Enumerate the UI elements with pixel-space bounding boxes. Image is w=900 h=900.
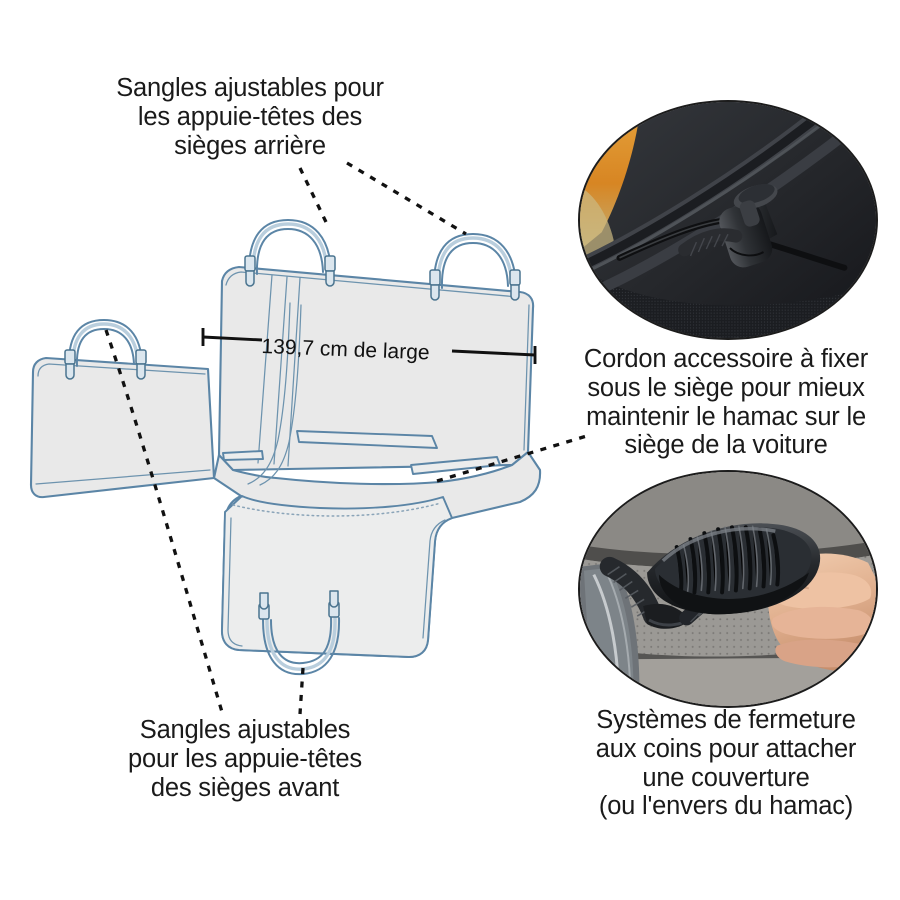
- seatbelt-slot: [296, 430, 438, 449]
- seatbelt-slot: [222, 450, 264, 461]
- clip-body: [647, 523, 821, 615]
- cord-lock-illustration: [580, 102, 876, 338]
- rear-headrest-strap-right: [429, 232, 521, 301]
- leader-rear-right: [346, 161, 467, 236]
- photo-cord-lock: [578, 100, 878, 340]
- front-side-flap: [29, 356, 216, 499]
- leader-front-left: [104, 329, 224, 713]
- rear-headrest-strap-left: [244, 218, 336, 287]
- dimension-line: [201, 328, 537, 364]
- front-headrest-strap: [64, 318, 147, 380]
- corner-clip-illustration: [580, 472, 876, 706]
- caption-front-straps: Sangles ajustables pour les appuie-têtes…: [128, 716, 362, 802]
- seatbelt-slot: [410, 456, 501, 475]
- leader-lines: [104, 161, 591, 715]
- leader-rear-left: [298, 167, 328, 223]
- seatbelt-slot-group: [222, 430, 501, 475]
- caption-cord: Cordon accessoire à fixer sous le siège …: [583, 345, 869, 460]
- caption-rear-straps: Sangles ajustables pour les appuie-têtes…: [116, 74, 384, 160]
- caption-clips: Systèmes de fermeture aux coins pour att…: [595, 706, 857, 821]
- seat-base-panel: [212, 302, 542, 659]
- photo-corner-clip: [578, 470, 878, 708]
